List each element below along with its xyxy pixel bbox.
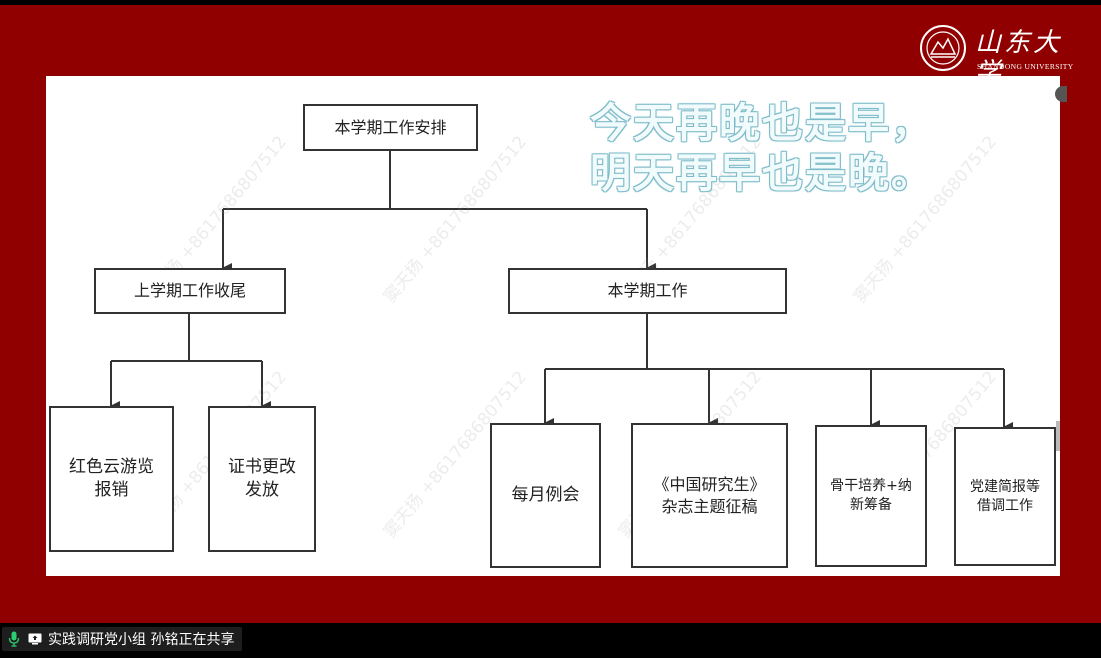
node-label: 本学期工作 bbox=[607, 281, 688, 301]
node-label-line: 杂志主题征稿 bbox=[661, 496, 758, 516]
node-label-line: 报销 bbox=[94, 480, 129, 500]
university-seal-icon bbox=[920, 25, 966, 71]
right-child-node: 《中国研究生》 杂志主题征稿 bbox=[631, 423, 788, 568]
left-child-node: 红色云游览 报销 bbox=[49, 406, 174, 552]
node-label-line: 党建简报等 bbox=[970, 478, 1040, 495]
scroll-handle[interactable] bbox=[1056, 421, 1060, 451]
quote-line: 今天再晚也是早， bbox=[590, 99, 934, 147]
close-icon[interactable] bbox=[1055, 86, 1067, 102]
screen-share-status-bar[interactable]: 实践调研党小组 孙铭正在共享 bbox=[2, 627, 243, 651]
chart-connectors bbox=[110, 151, 1013, 432]
right-child-node: 骨干培养+纳 新筹备 bbox=[815, 425, 927, 567]
right-branch-node: 本学期工作 bbox=[508, 268, 787, 314]
left-child-node: 证书更改 发放 bbox=[208, 406, 316, 552]
node-label-line: 每月例会 bbox=[511, 485, 580, 506]
node-label-line: 新筹备 bbox=[849, 497, 892, 513]
node-label-line: 证书更改 bbox=[228, 457, 296, 478]
slide-canvas: 窦天扬 +8617686807512 窦天扬 +8617686807512 窦天… bbox=[46, 76, 1060, 576]
microphone-icon[interactable] bbox=[8, 631, 20, 647]
logo-name-english: SHANDONG UNIVERSITY bbox=[977, 62, 1074, 71]
node-label-line: 《中国研究生》 bbox=[653, 474, 766, 494]
right-child-node: 每月例会 bbox=[490, 423, 601, 568]
node-label-line: 骨干培养+纳 bbox=[830, 478, 912, 495]
chart-root-node: 本学期工作安排 bbox=[303, 104, 478, 151]
right-child-node: 党建简报等 借调工作 bbox=[954, 427, 1056, 566]
node-label-line: 红色云游览 bbox=[69, 457, 154, 478]
university-logo: 山东大学 SHANDONG UNIVERSITY bbox=[919, 24, 1084, 88]
node-label: 上学期工作收尾 bbox=[133, 281, 246, 301]
quote-line: 明天再早也是晚。 bbox=[590, 149, 934, 197]
share-status-text: 实践调研党小组 孙铭正在共享 bbox=[48, 632, 235, 648]
node-label-line: 发放 bbox=[245, 480, 279, 500]
screen-share-icon bbox=[28, 633, 42, 645]
left-branch-node: 上学期工作收尾 bbox=[94, 268, 286, 314]
node-label: 本学期工作安排 bbox=[334, 117, 447, 137]
node-label-line: 借调工作 bbox=[977, 497, 1033, 514]
motivational-quote: 今天再晚也是早， 明天再早也是晚。 bbox=[590, 98, 1060, 198]
